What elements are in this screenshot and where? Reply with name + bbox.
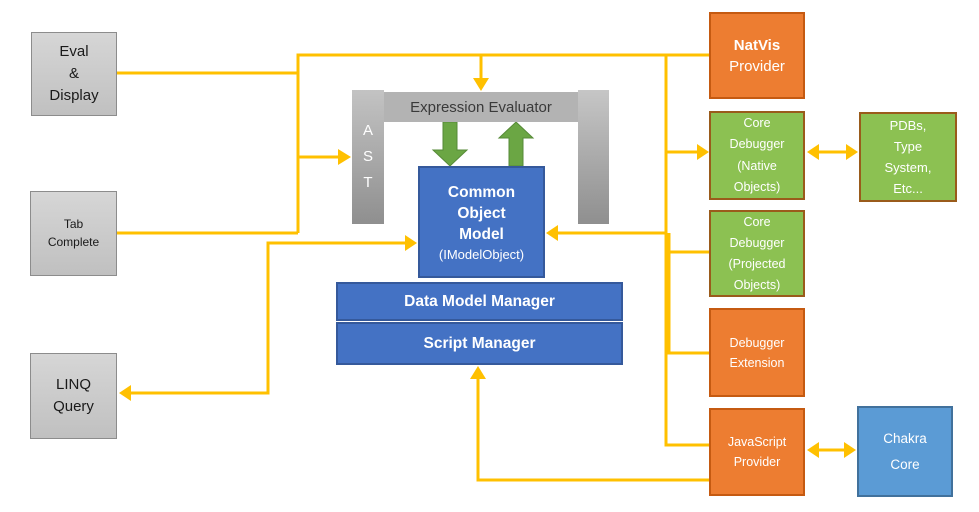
line-trunk-to-extension: [667, 233, 709, 355]
line-trunk-to-jsprovider: [664, 55, 709, 447]
pdbs-type-system-label: PDBs, Type System, Etc...: [884, 117, 932, 197]
script-manager-label: Script Manager: [423, 334, 536, 352]
arrowhead-pdbs-right-icon: [846, 144, 858, 160]
arrowhead-chakra-right-icon: [844, 442, 856, 458]
eval-display-box: Eval & Display: [31, 32, 117, 116]
chakra-core-label: Chakra Core: [883, 430, 927, 472]
tab-complete-label: Tab Complete: [47, 217, 100, 249]
data-model-manager-label: Data Model Manager: [404, 292, 555, 310]
expression-evaluator-label: Expression Evaluator: [410, 98, 552, 116]
tab-complete-box: Tab Complete: [30, 191, 117, 276]
green-up-arrow-icon: [497, 121, 535, 167]
script-manager-box: Script Manager: [336, 322, 623, 365]
ast-label: A S T: [362, 122, 373, 191]
javascript-provider-label: JavaScript Provider: [727, 435, 787, 469]
debugger-extension-label: Debugger Extension: [729, 335, 785, 370]
arrowhead-pdbs-left-icon: [807, 144, 819, 160]
linq-query-label: LINQ Query: [53, 376, 94, 415]
arrowhead-into-linq-icon: [119, 385, 131, 401]
arrowhead-into-native-icon: [697, 144, 709, 160]
core-debugger-native-box: Core Debugger (Native Objects): [709, 111, 805, 200]
arrowhead-into-com-right-icon: [546, 225, 558, 241]
pdbs-type-system-box: PDBs, Type System, Etc...: [859, 112, 957, 202]
natvis-provider-box: NatVis Provider: [709, 12, 805, 99]
arrowhead-into-ast-icon: [338, 149, 351, 165]
line-hub-to-natvis: [296, 53, 709, 233]
evaluator-com-block-arrows: [431, 121, 535, 167]
core-debugger-native-label: Core Debugger (Native Objects): [729, 115, 785, 195]
eval-display-label: Eval & Display: [49, 43, 99, 104]
line-jsprovider-to-scriptmanager: [476, 378, 711, 482]
line-com-linq: [131, 241, 405, 395]
connector-arrowheads: [119, 78, 858, 458]
arrowhead-into-evaluator-icon: [473, 78, 489, 91]
common-object-model-title: Common Object Model: [447, 184, 516, 243]
evaluator-right-bar: [578, 90, 609, 224]
arrowhead-into-scriptmanager-icon: [470, 366, 486, 379]
ast-bar: A S T: [352, 90, 384, 224]
natvis-subtitle: Provider: [729, 57, 785, 75]
arrowhead-into-com-left-icon: [405, 235, 417, 251]
core-debugger-projected-box: Core Debugger (Projected Objects): [709, 210, 805, 297]
natvis-title: NatVis: [733, 36, 781, 54]
common-object-model-box: Common Object Model (IModelObject): [418, 166, 545, 278]
green-down-arrow-icon: [431, 121, 469, 167]
connector-lines: [117, 53, 848, 482]
javascript-provider-box: JavaScript Provider: [709, 408, 805, 496]
core-debugger-projected-label: Core Debugger (Projected Objects): [728, 214, 786, 292]
linq-query-box: LINQ Query: [30, 353, 117, 439]
arrowhead-chakra-left-icon: [807, 442, 819, 458]
common-object-model-subtitle: (IModelObject): [438, 247, 525, 262]
expression-evaluator-bar: Expression Evaluator: [384, 92, 578, 122]
chakra-core-box: Chakra Core: [857, 406, 953, 497]
data-model-manager-box: Data Model Manager: [336, 282, 623, 321]
debugger-extension-box: Debugger Extension: [709, 308, 805, 397]
